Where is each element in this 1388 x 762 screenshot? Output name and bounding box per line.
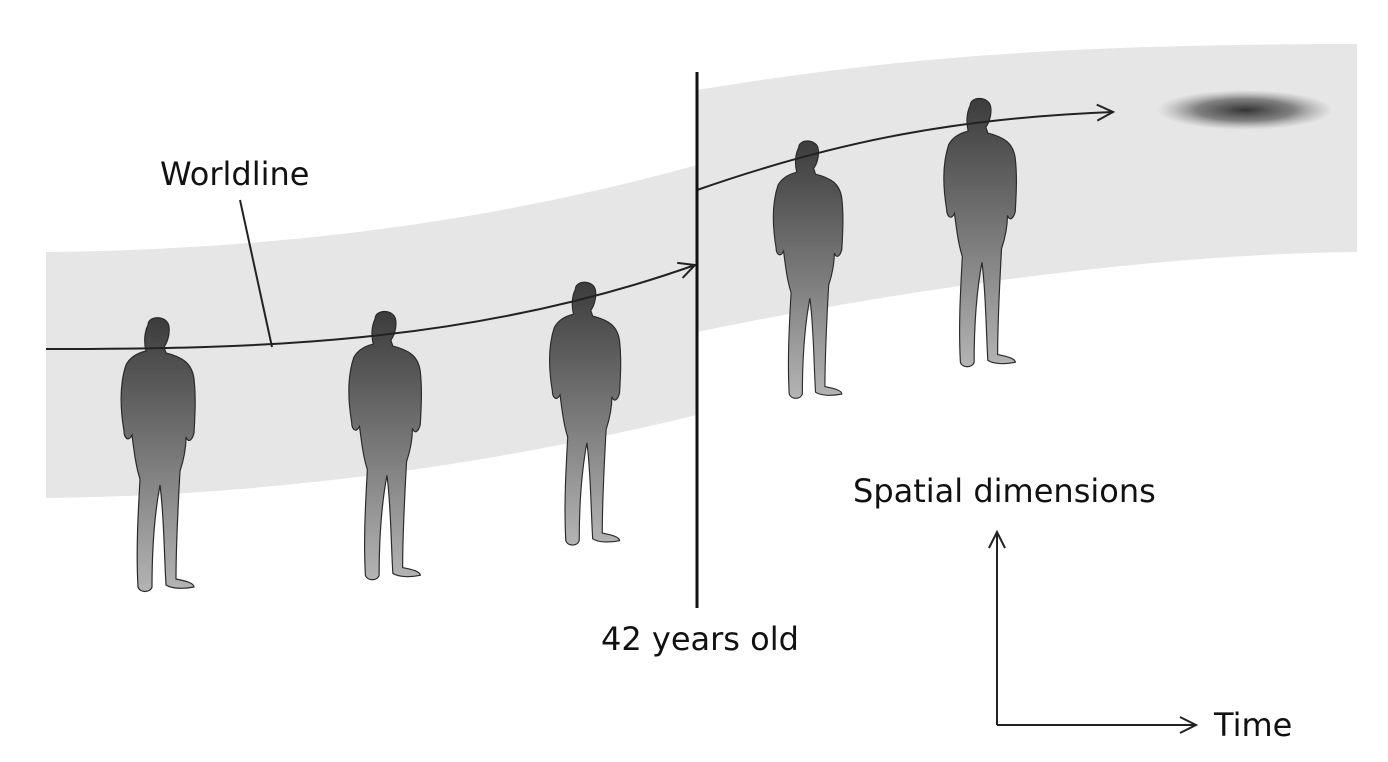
spatial-dimensions-label: Spatial dimensions	[853, 472, 1156, 510]
worldline-past	[45, 265, 695, 350]
worldline-leader-line	[239, 199, 273, 348]
time-label: Time	[1213, 706, 1292, 744]
worldline-label: Worldline	[160, 155, 309, 193]
age-marker-label: 42 years old	[601, 620, 799, 658]
blurred-ellipse-icon	[1157, 90, 1333, 130]
worldline-future	[696, 112, 1113, 191]
